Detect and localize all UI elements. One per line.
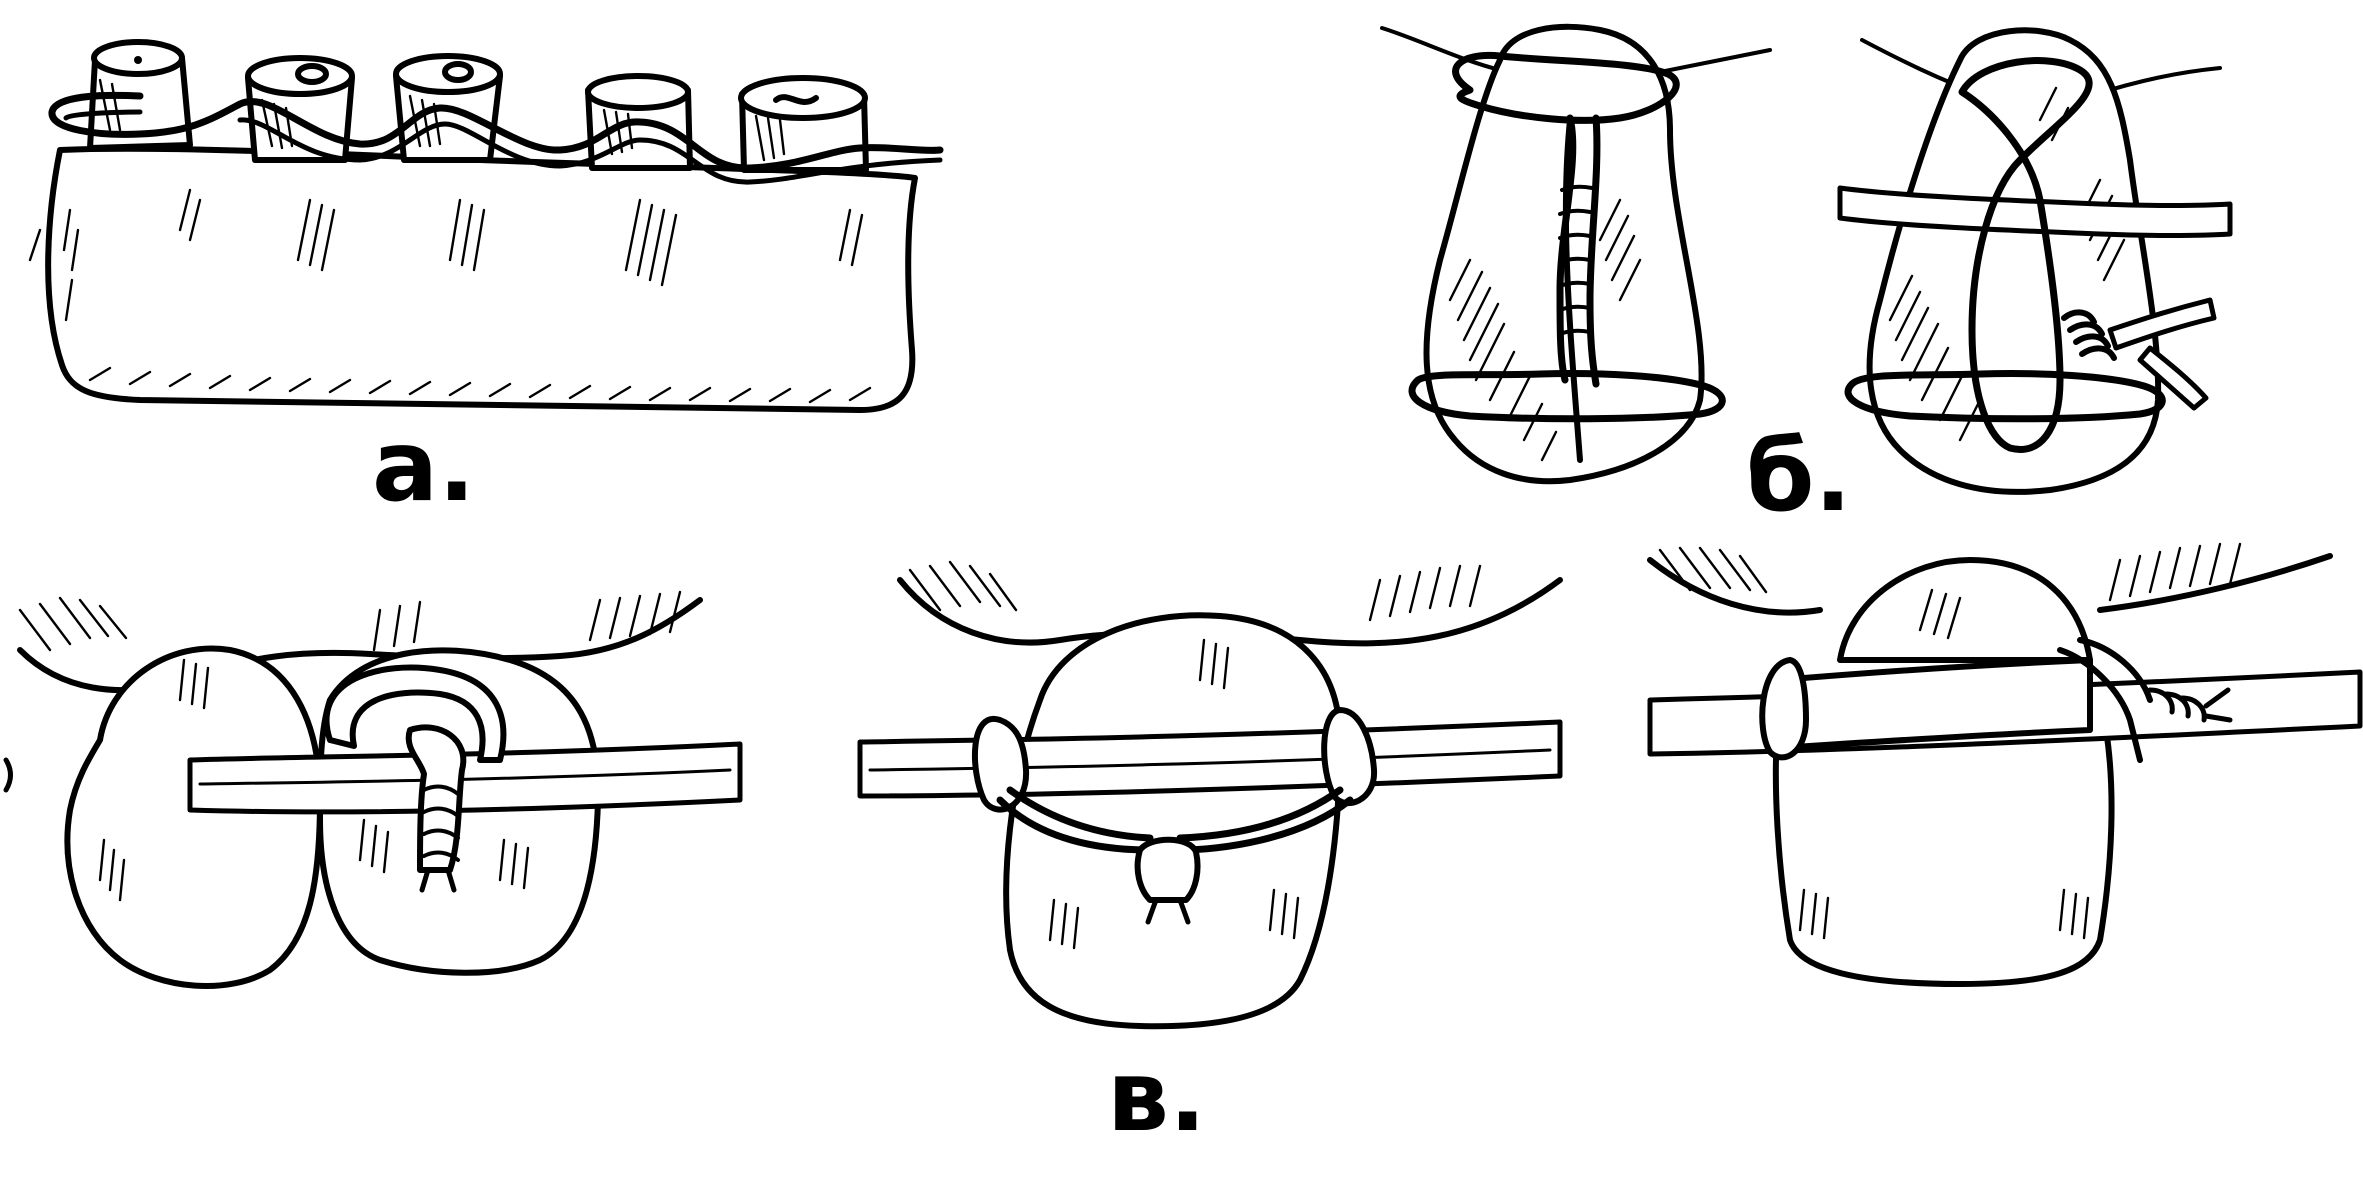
fig-b-left-ligature-bottom-loop (1408, 370, 1726, 423)
fig-v1-twist-coils (422, 784, 460, 862)
fig-v2-left-loop (971, 715, 1030, 813)
fig-v2-tooth (1003, 612, 1343, 1030)
fig-b-right-wire-tail (2107, 297, 2217, 411)
fig-v2-gum-hatching (908, 560, 1482, 622)
fig-v2-tooth-hatching (1048, 638, 1300, 950)
fig-v2-wire-ends (1145, 897, 1191, 925)
fig-a-tooth-5-fissure (773, 94, 819, 105)
fig-v-variant-2 (857, 560, 1563, 1030)
fig-v2-v-wires (996, 786, 1354, 854)
figure-label-v: в. (1107, 1040, 1207, 1154)
fig-b-right-bottom-loop (1844, 370, 2166, 423)
fig-v2-bar-centerline (868, 748, 1552, 772)
fig-a-jaw-block (45, 145, 918, 413)
fig-v3-left-loop (1759, 657, 1809, 761)
fig-v1-tooth-hatching (98, 658, 530, 902)
fig-v3-gum-hatching (1658, 542, 2242, 602)
fig-v3-band (1777, 657, 2093, 751)
fig-a-tooth-5-top (738, 75, 868, 121)
fig-v3-tooth-hatching (1798, 588, 2090, 940)
figure-v-ligature-variants (17, 542, 2363, 1030)
fig-a-tooth-2-pit (295, 63, 329, 85)
fig-a-tooth-4-top (585, 73, 691, 111)
figure-label-b: б. (1746, 420, 1852, 534)
fig-v1-tooth-left (64, 645, 323, 989)
fig-a-wire-ligature (48, 91, 944, 172)
fig-v1-gum-hatching (18, 590, 682, 652)
fig-b-left-ligature-top-loop (1452, 51, 1680, 124)
fig-v3-gum-outline (1647, 553, 2333, 616)
fig-v2-right-loop (1321, 707, 1378, 807)
fig-b-right-knot-coils (2061, 309, 2117, 361)
fig-a-tooth-1-dot (134, 56, 142, 64)
fig-v3-tooth-body (1772, 697, 2115, 987)
figure-b-two-tooth-ligatures (1380, 23, 2233, 495)
fig-a-bottom-shading (88, 366, 872, 404)
fig-v-variant-1 (17, 590, 743, 989)
fig-v3-right-wire (2057, 637, 2153, 763)
fig-b-right-tooth (1866, 27, 2162, 495)
fig-a-wire-ligature-inner (63, 109, 943, 185)
fig-b-right-figure-eight-wire (1958, 57, 2093, 453)
edge-stray-mark (3, 757, 13, 793)
fig-v1-loop-wire (323, 664, 507, 763)
fig-v-variant-3 (1647, 542, 2363, 987)
figure-label-a: а. (372, 410, 476, 524)
fig-v2-twist-knot (1134, 836, 1201, 903)
fig-b-left-twist-coils (1558, 184, 1594, 336)
fig-b-left-twisted-connector (1556, 114, 1601, 388)
fig-v1-wire-ends (419, 867, 457, 893)
fig-v2-horizontal-bar (857, 719, 1563, 799)
fig-b-left-tooth-divider (1562, 117, 1583, 463)
fig-b-right-horizontal-band (1837, 185, 2233, 238)
fig-a-side-shading (28, 188, 864, 322)
figure-a-jaw-with-wire-ligature (28, 39, 944, 413)
fig-a-tooth-3-pit (442, 61, 474, 83)
fig-v3-tooth-crown (1837, 557, 2093, 663)
fig-v3-wire-ends (2203, 687, 2233, 723)
